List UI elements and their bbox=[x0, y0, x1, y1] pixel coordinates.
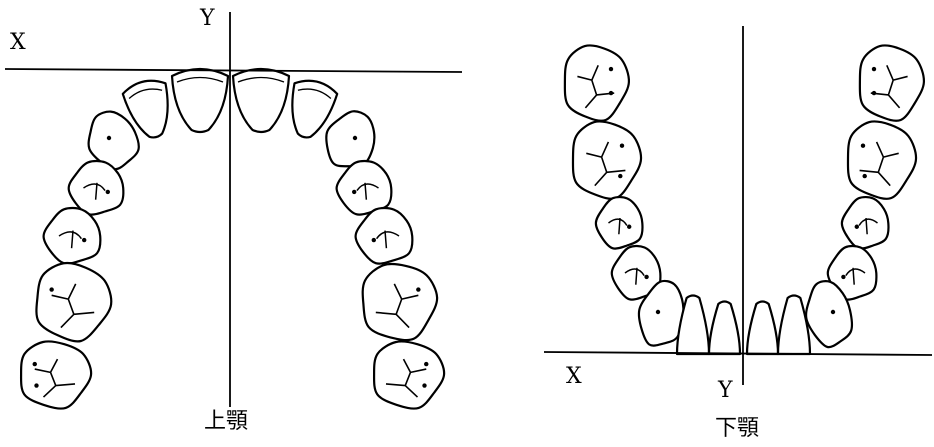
lower-jaw-arch bbox=[563, 44, 926, 356]
upper-first-premolar-right bbox=[335, 159, 393, 216]
lower-second-premolar-left bbox=[594, 195, 644, 250]
lower-second-molar-left bbox=[563, 44, 631, 122]
lower-central-incisor-right bbox=[745, 300, 780, 356]
upper-canine-right bbox=[325, 110, 376, 168]
lower-x-axis-label: X bbox=[566, 364, 582, 389]
upper-first-premolar-left bbox=[67, 159, 125, 216]
lower-canine-left bbox=[637, 279, 685, 347]
upper-jaw-caption: 上顎 bbox=[204, 409, 249, 434]
upper-central-incisor-left bbox=[170, 67, 230, 134]
upper-central-incisor-right bbox=[231, 67, 291, 134]
lower-first-molar-left bbox=[571, 120, 643, 200]
upper-x-axis bbox=[4, 68, 463, 73]
upper-canine-left bbox=[87, 110, 140, 171]
lower-second-premolar-right bbox=[840, 195, 890, 250]
upper-first-molar-left bbox=[35, 261, 113, 343]
upper-first-molar-right bbox=[361, 262, 439, 342]
upper-second-molar-right bbox=[372, 340, 446, 410]
upper-jaw-arch bbox=[19, 67, 446, 410]
lower-first-premolar-right bbox=[826, 244, 878, 301]
lower-central-incisor-left bbox=[707, 300, 742, 356]
lower-lateral-incisor-right bbox=[776, 294, 812, 356]
lower-y-axis-label: Y bbox=[718, 378, 733, 403]
upper-second-premolar-right bbox=[354, 206, 414, 265]
lower-x-axis bbox=[543, 351, 933, 356]
lower-lateral-incisor-left bbox=[675, 294, 711, 356]
upper-second-premolar-left bbox=[42, 206, 102, 265]
upper-lateral-incisor-right bbox=[291, 79, 339, 139]
upper-y-axis-label: Y bbox=[200, 6, 215, 31]
upper-second-molar-left bbox=[19, 340, 93, 410]
lower-first-molar-right bbox=[846, 120, 918, 200]
upper-lateral-incisor-left bbox=[121, 79, 169, 139]
lower-jaw-caption: 下顎 bbox=[715, 416, 760, 441]
lower-second-molar-right bbox=[858, 44, 926, 122]
axes bbox=[4, 12, 933, 407]
upper-x-axis-label: X bbox=[10, 30, 26, 55]
